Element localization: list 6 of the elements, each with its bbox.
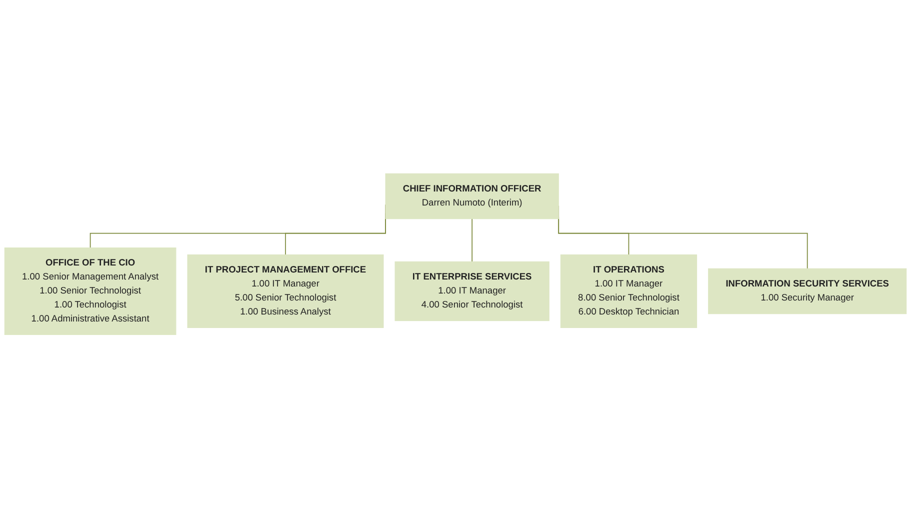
- node-box: INFORMATION SECURITY SERVICES 1.00 Security Manager: [708, 268, 907, 314]
- node-box: IT PROJECT MANAGEMENT OFFICE 1.00 IT Manager 5.00 Senior Technologist 1.00 Business Analyst: [187, 254, 384, 328]
- node-box: IT OPERATIONS 1.00 IT Manager 8.00 Senior Technologist 6.00 Desktop Technician: [560, 254, 698, 328]
- node-box: CHIEF INFORMATION OFFICER Darren Numoto (Interim): [385, 173, 559, 219]
- node-box: OFFICE OF THE CIO 1.00 Senior Management Analyst 1.00 Senior Technologist 1.00 Technologist 1.00 Administrative Assistant: [4, 247, 176, 335]
- node-box: IT ENTERPRISE SERVICES 1.00 IT Manager 4.00 Senior Technologist: [394, 261, 550, 321]
